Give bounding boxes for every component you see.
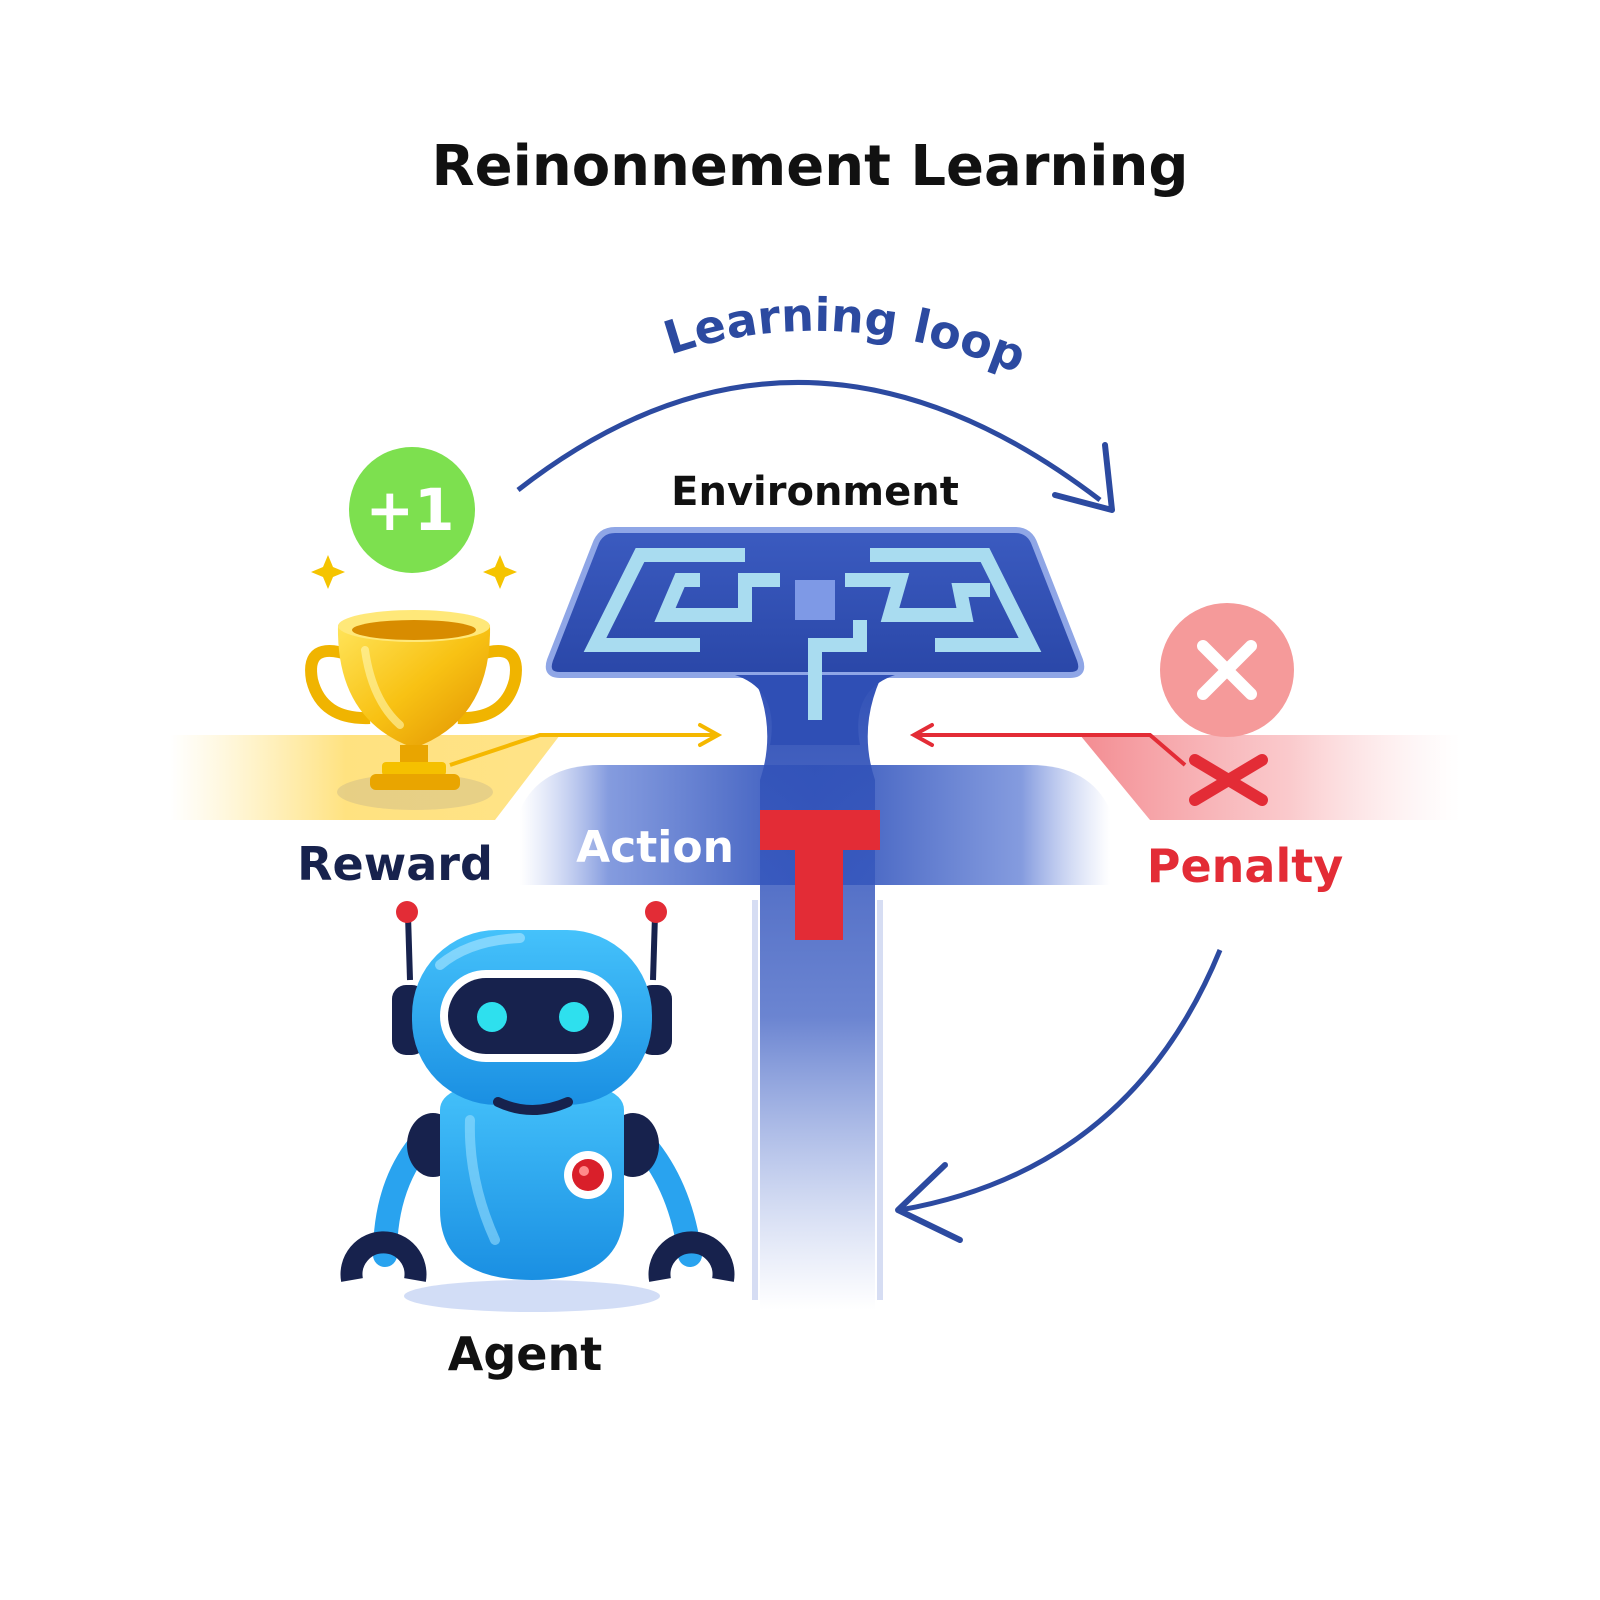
- penalty-band: [1080, 735, 1460, 820]
- learning-loop-arrow-top: [516, 379, 1102, 502]
- learning-loop-label-text: Learning loop: [657, 288, 1033, 384]
- maze-icon: [545, 527, 1085, 745]
- penalty-arrowhead: [909, 723, 934, 747]
- learning-loop-arrowhead-bottom: [895, 1162, 963, 1243]
- environment-label: Environment: [671, 469, 959, 515]
- trophy-icon: [305, 610, 522, 810]
- learning-loop-arrowhead-top: [1052, 442, 1115, 513]
- reward-badge-text: +1: [366, 476, 455, 544]
- learning-loop-arrow-bottom: [899, 949, 1223, 1213]
- reward-arrow: [449, 733, 715, 767]
- penalty-arrow: [915, 733, 1187, 767]
- x-icon: [1197, 640, 1257, 700]
- reward-badge: +1: [349, 447, 475, 573]
- page-title: Reinonnement Learning: [432, 134, 1189, 199]
- action-label: Action: [576, 822, 734, 873]
- maze-paths: [583, 548, 1042, 720]
- penalty-cross-icon: [1189, 754, 1268, 806]
- robot-icon: [340, 901, 735, 1312]
- agent-label: Agent: [448, 1327, 602, 1381]
- maze-center-block: [795, 580, 835, 620]
- penalty-badge: [1160, 603, 1294, 737]
- penalty-label: Penalty: [1147, 839, 1343, 893]
- environment-stem: [745, 660, 890, 1310]
- sparkle-icon: [483, 555, 517, 589]
- reward-arrowhead: [698, 723, 723, 747]
- reward-band: [170, 735, 560, 820]
- action-marker-icon: [760, 810, 880, 940]
- reward-label: Reward: [297, 837, 493, 891]
- sparkle-icon: [311, 555, 345, 589]
- learning-loop-label: Learning loop: [657, 288, 1033, 384]
